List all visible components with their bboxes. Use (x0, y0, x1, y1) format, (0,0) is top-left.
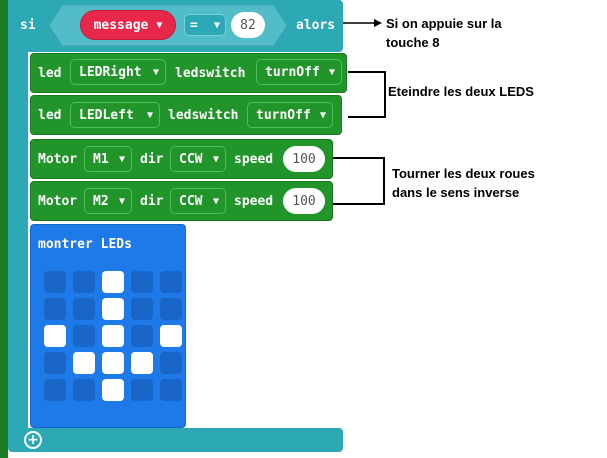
led-cell-3-1[interactable] (73, 352, 95, 374)
led-cell-0-4[interactable] (160, 271, 182, 293)
motor2-dir-dropdown[interactable]: CCW ▼ (170, 188, 226, 214)
led-cell-3-2[interactable] (102, 352, 124, 374)
motor1-speed-input[interactable]: 100 (283, 146, 325, 172)
led-cell-0-1[interactable] (73, 271, 95, 293)
motor2-dir-value: CCW (179, 193, 203, 209)
chevron-down-icon: ▼ (146, 109, 153, 121)
if-block-footer[interactable] (8, 428, 343, 452)
motor1-dir-dropdown[interactable]: CCW ▼ (170, 146, 226, 172)
led-left-keyword: led (38, 107, 62, 123)
led-left-target-dropdown[interactable]: LEDLeft ▼ (70, 102, 160, 128)
motor1-dir-label: dir (140, 151, 164, 167)
led-cell-4-3[interactable] (131, 379, 153, 401)
led-cell-1-0[interactable] (44, 298, 66, 320)
led-cell-1-1[interactable] (73, 298, 95, 320)
annotation-note3-line1: Tourner les deux roues (392, 166, 535, 181)
compare-value-input[interactable]: 82 (231, 12, 265, 38)
if-keyword: si (20, 17, 36, 33)
led-cell-2-3[interactable] (131, 325, 153, 347)
show-leds-title: montrer LEDs (38, 236, 132, 252)
led-cell-2-4[interactable] (160, 325, 182, 347)
led-right-action-label: ledswitch (175, 65, 246, 81)
annotation-note1: Si on appuie sur la touche 8 (386, 14, 586, 52)
led-cell-3-0[interactable] (44, 352, 66, 374)
led-left-action-label: ledswitch (168, 107, 239, 123)
variable-label: message (93, 17, 149, 33)
led-left-target-label: LEDLeft (79, 107, 134, 123)
led-cell-2-0[interactable] (44, 325, 66, 347)
motor2-dir-label: dir (140, 193, 164, 209)
outer-stack-edge (0, 0, 8, 458)
led-cell-3-4[interactable] (160, 352, 182, 374)
operator-dropdown[interactable]: = ▼ (184, 14, 226, 36)
chevron-down-icon: ▼ (212, 195, 219, 207)
led-cell-1-4[interactable] (160, 298, 182, 320)
led-left-state-label: turnOff (256, 107, 311, 123)
annotation-note1-line1: Si on appuie sur la (386, 16, 502, 31)
annotation-note3: Tourner les deux roues dans le sens inve… (392, 164, 592, 202)
led-cell-4-0[interactable] (44, 379, 66, 401)
led-cell-4-4[interactable] (160, 379, 182, 401)
led-cell-3-3[interactable] (131, 352, 153, 374)
chevron-down-icon: ▼ (118, 195, 125, 207)
chevron-down-icon: ▼ (319, 109, 326, 121)
led-right-keyword: led (38, 65, 62, 81)
annotation-note1-line2: touche 8 (386, 35, 440, 50)
note2-bracket (348, 71, 386, 118)
annotation-note3-line2: dans le sens inverse (392, 185, 520, 200)
then-keyword: alors (296, 17, 336, 33)
led-cell-4-2[interactable] (102, 379, 124, 401)
led-cell-0-3[interactable] (131, 271, 153, 293)
motor2-speed-label: speed (234, 193, 274, 209)
led-matrix[interactable] (44, 271, 184, 407)
if-block-spine (8, 52, 28, 428)
motor1-keyword: Motor (38, 151, 78, 167)
led-cell-1-3[interactable] (131, 298, 153, 320)
led-right-state-label: turnOff (265, 64, 320, 80)
chevron-down-icon: ▼ (328, 66, 335, 78)
led-cell-4-1[interactable] (73, 379, 95, 401)
motor1-dir-value: CCW (179, 151, 203, 167)
led-cell-0-2[interactable] (102, 271, 124, 293)
motor2-select-label: M2 (93, 193, 109, 209)
add-icon[interactable]: + (24, 431, 42, 449)
annotation-note2: Eteindre les deux LEDS (388, 84, 534, 99)
motor1-select-label: M1 (93, 151, 109, 167)
motor2-select-dropdown[interactable]: M2 ▼ (84, 188, 132, 214)
led-right-target-dropdown[interactable]: LEDRight ▼ (70, 59, 166, 85)
motor2-speed-input[interactable]: 100 (283, 188, 325, 214)
chevron-down-icon: ▼ (118, 153, 125, 165)
operator-label: = (190, 17, 198, 33)
chevron-down-icon: ▼ (212, 153, 219, 165)
motor2-keyword: Motor (38, 193, 78, 209)
led-left-state-dropdown[interactable]: turnOff ▼ (247, 102, 333, 128)
led-cell-2-1[interactable] (73, 325, 95, 347)
led-cell-2-2[interactable] (102, 325, 124, 347)
note1-arrow (343, 19, 382, 27)
chevron-down-icon: ▼ (152, 66, 159, 78)
led-right-target-label: LEDRight (79, 64, 142, 80)
motor1-speed-label: speed (234, 151, 274, 167)
led-cell-0-0[interactable] (44, 271, 66, 293)
chevron-down-icon: ▼ (156, 19, 163, 31)
chevron-down-icon: ▼ (213, 19, 220, 31)
variable-dropdown[interactable]: message ▼ (80, 10, 176, 40)
motor1-select-dropdown[interactable]: M1 ▼ (84, 146, 132, 172)
led-cell-1-2[interactable] (102, 298, 124, 320)
note3-bracket (333, 157, 385, 205)
led-right-state-dropdown[interactable]: turnOff ▼ (256, 59, 342, 85)
